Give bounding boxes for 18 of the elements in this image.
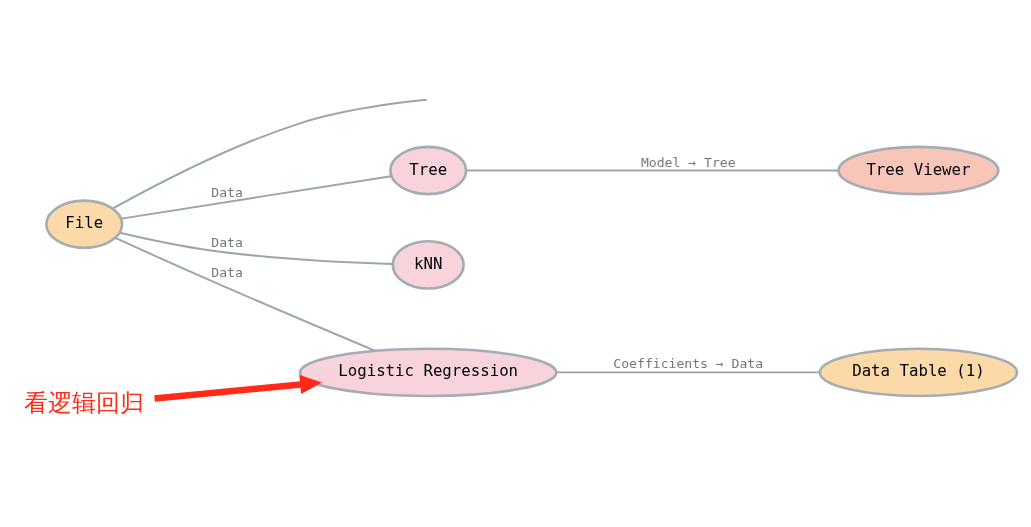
connector (114, 236, 377, 352)
connector (118, 231, 394, 265)
node-ellipse: File (45, 198, 124, 249)
connector (465, 169, 840, 171)
node-ellipse: Data Table (1) (818, 347, 1019, 397)
connector (112, 98, 428, 209)
connector (556, 370, 821, 373)
node-text: 看逻辑回归 (24, 388, 145, 417)
edge-label: Data (211, 184, 243, 200)
node-ellipse: Tree (389, 145, 468, 195)
connector (120, 174, 392, 220)
edge-label: Model → Tree (640, 154, 736, 170)
edge-label: Coefficients → Data (613, 355, 764, 371)
node-ellipse: Tree Viewer (837, 145, 1000, 195)
node-ellipse: kNN (391, 239, 465, 290)
edge-label: Data (211, 234, 243, 250)
edge-label: Data (211, 264, 243, 280)
arrow (154, 374, 323, 402)
